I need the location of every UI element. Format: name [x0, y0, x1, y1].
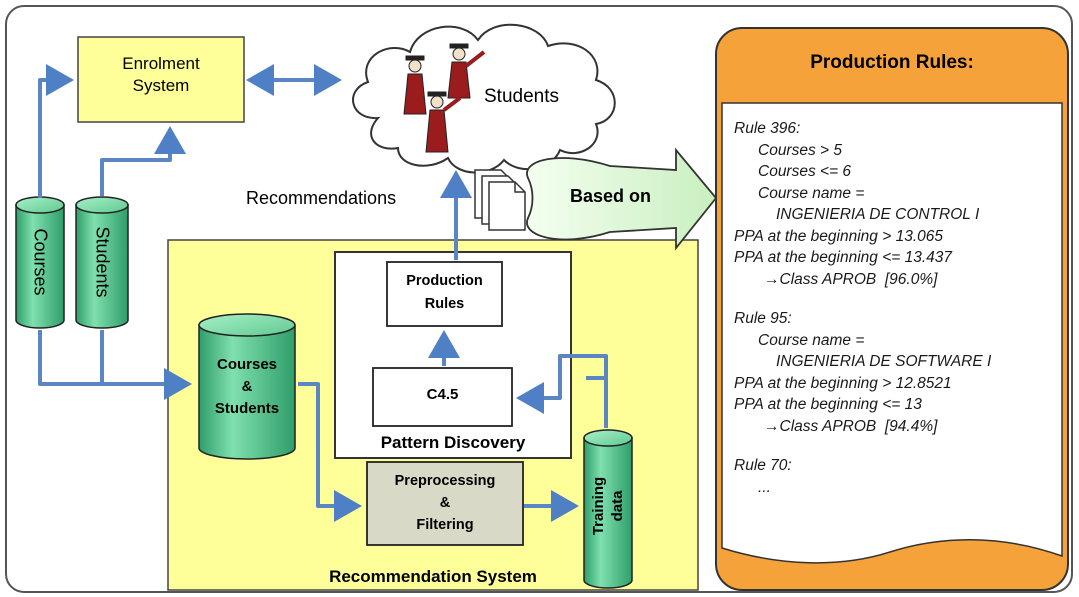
- courses-students-db-cylinder: [198, 313, 296, 460]
- rule-name: Rule 95:: [734, 310, 792, 327]
- courses-students-db-label: Courses & Students: [199, 354, 295, 420]
- training-data-db-cylinder: [583, 429, 633, 589]
- rules-panel-title: Production Rules:: [810, 52, 974, 73]
- students-db-cylinder: [75, 196, 129, 329]
- recommendation-system-title: Recommendation System: [329, 567, 537, 586]
- training-data-label: Training data: [589, 477, 627, 535]
- rule-block: Rule 95: Course name = INGENIERIA DE SOF…: [734, 308, 1064, 437]
- rule-class: →Class APROB [94.4%]: [764, 417, 938, 435]
- c45-label: C4.5: [426, 386, 459, 403]
- rules-panel-page: [721, 102, 1063, 564]
- production-rules-box: [386, 261, 503, 327]
- cs-line1: Courses: [216, 356, 278, 373]
- enrolment-system-label: Enrolment System: [78, 53, 244, 97]
- rule-name: Rule 396:: [734, 120, 801, 137]
- rule-condition: INGENIERIA DE SOFTWARE I: [776, 353, 992, 370]
- preprocessing-box: [366, 461, 524, 546]
- graduate-students-image: [403, 43, 486, 153]
- enrolment-line2: System: [132, 76, 190, 95]
- production-rules-box-label: Production Rules: [387, 270, 502, 316]
- rule-condition: PPA at the beginning <= 13: [734, 396, 922, 413]
- rule-ellipsis: ...: [758, 478, 771, 496]
- rule-condition: INGENIERIA DE CONTROL I: [776, 206, 980, 223]
- pp-line3: Filtering: [416, 517, 474, 533]
- documents-icon: [474, 169, 526, 231]
- pr-line2: Rules: [424, 296, 465, 312]
- arrow-students-to-enrolment: [100, 126, 186, 196]
- students-db-label: Students: [92, 226, 113, 298]
- rule-condition: Course name =: [758, 184, 865, 202]
- c45-box: [372, 367, 513, 427]
- based-on-arrow: [526, 147, 718, 251]
- rule-name: Rule 70:: [734, 457, 792, 474]
- students-cloud-label: Students: [484, 86, 559, 107]
- courses-db-cylinder: [15, 196, 65, 329]
- recommendations-label: Recommendations: [246, 188, 397, 208]
- rules-list: Rule 396: Courses > 5 Courses <= 6 Cours…: [734, 118, 1064, 516]
- td-line1: Training: [590, 476, 607, 536]
- pattern-discovery-title: Pattern Discovery: [380, 433, 526, 452]
- rule-condition: Courses > 5: [758, 141, 843, 159]
- cs-line3: Students: [214, 400, 280, 417]
- based-on-label: Based on: [570, 186, 652, 206]
- rule-condition: PPA at the beginning > 13.065: [734, 227, 943, 245]
- arrow-to-courses-students-db: [38, 330, 192, 400]
- pr-line1: Production: [406, 273, 483, 289]
- preprocessing-label: Preprocessing & Filtering: [367, 470, 523, 536]
- flow-arrows: [38, 64, 608, 522]
- pp-line2: &: [439, 495, 451, 511]
- rule-condition: PPA at the beginning > 12.8521: [734, 374, 952, 392]
- rule-condition: Course name =: [758, 331, 865, 349]
- rule-block: Rule 396: Courses > 5 Courses <= 6 Cours…: [734, 118, 1064, 290]
- arrow-courses-to-enrolment: [38, 64, 74, 198]
- rule-block: Rule 70: ...: [734, 455, 1064, 498]
- rule-condition: Courses <= 6: [758, 163, 852, 180]
- enrolment-system-box: [77, 36, 245, 123]
- pp-line1: Preprocessing: [394, 473, 496, 489]
- td-line2: data: [609, 490, 626, 522]
- enrolment-line1: Enrolment: [122, 54, 200, 73]
- courses-db-label: Courses: [30, 228, 51, 296]
- arrow-db-to-preprocessing: [298, 382, 362, 522]
- cs-line2: &: [241, 378, 253, 395]
- rule-class: →Class APROB [96.0%]: [764, 270, 938, 288]
- rule-condition: PPA at the beginning <= 13.437: [734, 249, 953, 266]
